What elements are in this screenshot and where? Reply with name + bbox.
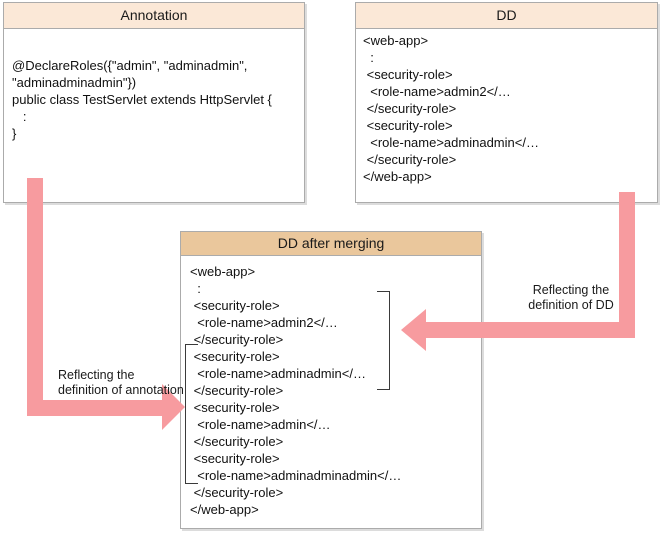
annotation-code: @DeclareRoles({"admin", "adminadmin", "a… [12, 58, 272, 141]
dd-arrow-head-icon [401, 309, 426, 351]
dd-box-title: DD [356, 3, 657, 29]
merged-dd-box: DD after merging <web-app> : <security-r… [180, 231, 482, 529]
annotation-arrow-horizontal-segment [27, 400, 163, 416]
dd-arrow-horizontal-segment [426, 322, 635, 338]
dd-arrow-label: Reflecting the definition of DD [528, 283, 614, 312]
annotation-arrow-head-icon [162, 384, 185, 430]
merged-dd-code: <web-app> : <security-role> <role-name>a… [190, 264, 402, 517]
dd-box: DD <web-app> : <security-role> <role-nam… [355, 2, 658, 203]
annotation-box: Annotation @DeclareRoles({"admin", "admi… [3, 2, 305, 203]
annotation-arrow-vertical-segment [27, 178, 43, 416]
annotation-arrow-label: Reflecting the definition of annotation [58, 368, 184, 397]
annotation-box-title: Annotation [4, 3, 304, 29]
merged-dd-box-title: DD after merging [181, 232, 481, 256]
dd-arrow-vertical-segment [619, 192, 635, 338]
dd-code: <web-app> : <security-role> <role-name>a… [363, 33, 539, 184]
